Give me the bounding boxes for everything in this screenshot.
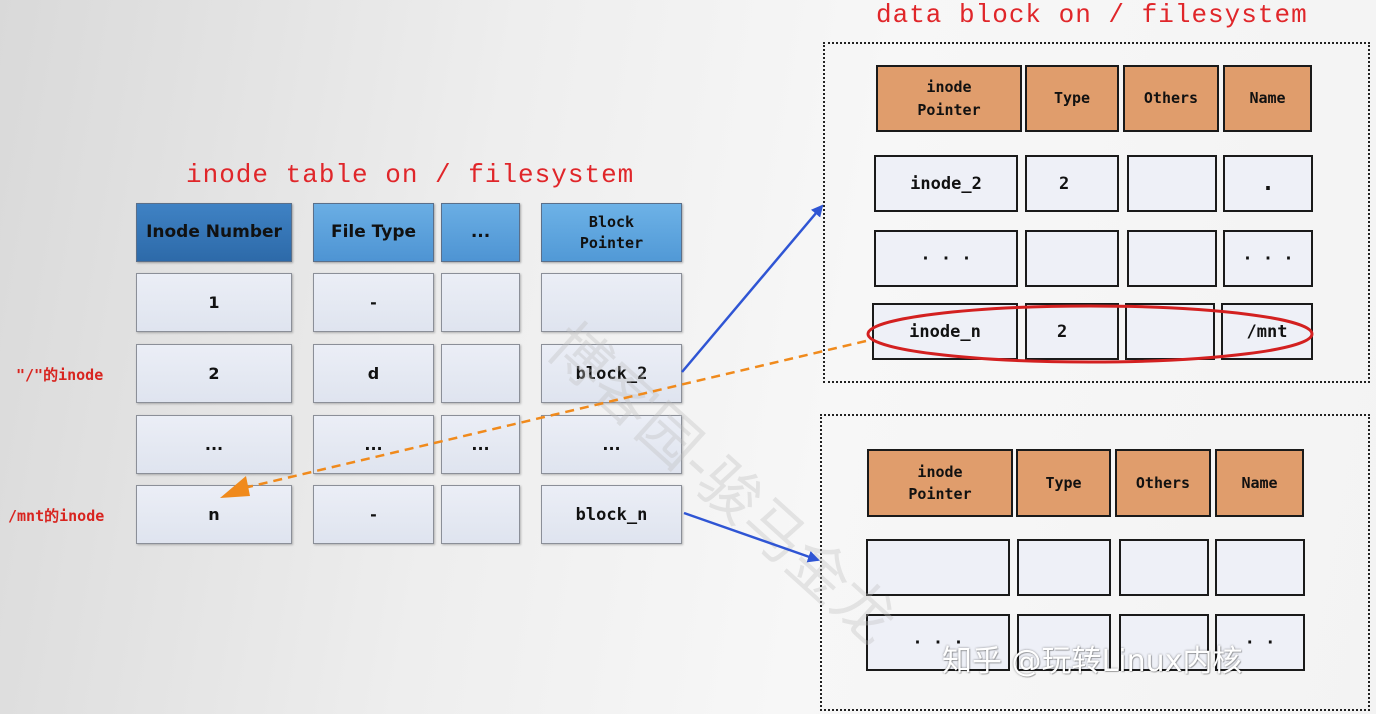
arrow-blockn-to-bottom-block (683, 511, 820, 563)
top-header-inode-pointer: inode Pointer (876, 65, 1022, 132)
top-row-2-inode: · · · (874, 230, 1018, 287)
arrow-mnt-to-inode-n (243, 339, 867, 490)
inode-row-2-misc (441, 344, 520, 403)
bottom-header-others: Others (1115, 449, 1211, 517)
header-ellipsis: ... (441, 203, 520, 262)
mnt-inode-label: /mnt的inode (8, 507, 105, 525)
top-row-1-others (1127, 155, 1217, 212)
top-row-1-type: 2 (1025, 155, 1119, 212)
bottom-header-inode-pointer: inode Pointer (867, 449, 1013, 517)
header-file-type: File Type (313, 203, 434, 262)
inode-row-2-type: d (313, 344, 434, 403)
inode-row-1-type: - (313, 273, 434, 332)
inode-row-1-block (541, 273, 682, 332)
arrow-mnt-head (220, 476, 250, 498)
top-row-3-type: 2 (1025, 303, 1119, 360)
inode-row-1-number: 1 (136, 273, 292, 332)
top-header-others: Others (1123, 65, 1219, 132)
top-header-name: Name (1223, 65, 1312, 132)
bottom-row-2-inode: · · · (866, 614, 1010, 671)
header-inode-number: Inode Number (136, 203, 292, 262)
inode-row-3-block: ... (541, 415, 682, 474)
inode-row-n-number: n (136, 485, 292, 544)
inode-row-n-misc (441, 485, 520, 544)
inode-row-3-number: ... (136, 415, 292, 474)
header-block-pointer-text: Block Pointer (579, 213, 644, 252)
data-block-title: data block on / filesystem (876, 0, 1308, 30)
top-row-2-others (1127, 230, 1217, 287)
bottom-row-1-inode (866, 539, 1010, 596)
inode-table-title: inode table on / filesystem (186, 160, 635, 190)
inode-row-2-block: block_2 (541, 344, 682, 403)
inode-row-3-type: ... (313, 415, 434, 474)
bottom-row-1-type (1017, 539, 1111, 596)
top-header-type: Type (1025, 65, 1119, 132)
highlight-ellipse (866, 304, 1314, 364)
header-block-pointer: Block Pointer (541, 203, 682, 262)
bottom-row-2-others (1119, 614, 1209, 671)
inode-row-1-misc (441, 273, 520, 332)
bottom-row-1-name (1215, 539, 1305, 596)
inode-row-n-type: - (313, 485, 434, 544)
top-row-2-name: · · · (1223, 230, 1313, 287)
data-block-top-frame (823, 42, 1370, 383)
bottom-header-name: Name (1215, 449, 1304, 517)
bottom-header-type: Type (1016, 449, 1111, 517)
root-inode-label: "/"的inode (16, 366, 104, 384)
zhihu-watermark: 知乎 @玩转Linux内核 (942, 644, 1243, 679)
data-block-bottom-frame (820, 414, 1370, 711)
top-row-1-inode: inode_2 (874, 155, 1018, 212)
top-row-2-type (1025, 230, 1119, 287)
top-header-inode-pointer-text: inode Pointer (917, 78, 981, 119)
arrow-block2-to-top-block (681, 204, 824, 373)
bottom-row-2-name: · · (1215, 614, 1305, 671)
inode-row-2-number: 2 (136, 344, 292, 403)
bottom-row-2-type (1017, 614, 1111, 671)
top-row-1-name: . (1223, 155, 1313, 212)
inode-row-n-block: block_n (541, 485, 682, 544)
bottom-header-inode-pointer-text: inode Pointer (908, 462, 972, 504)
bottom-row-1-others (1119, 539, 1209, 596)
